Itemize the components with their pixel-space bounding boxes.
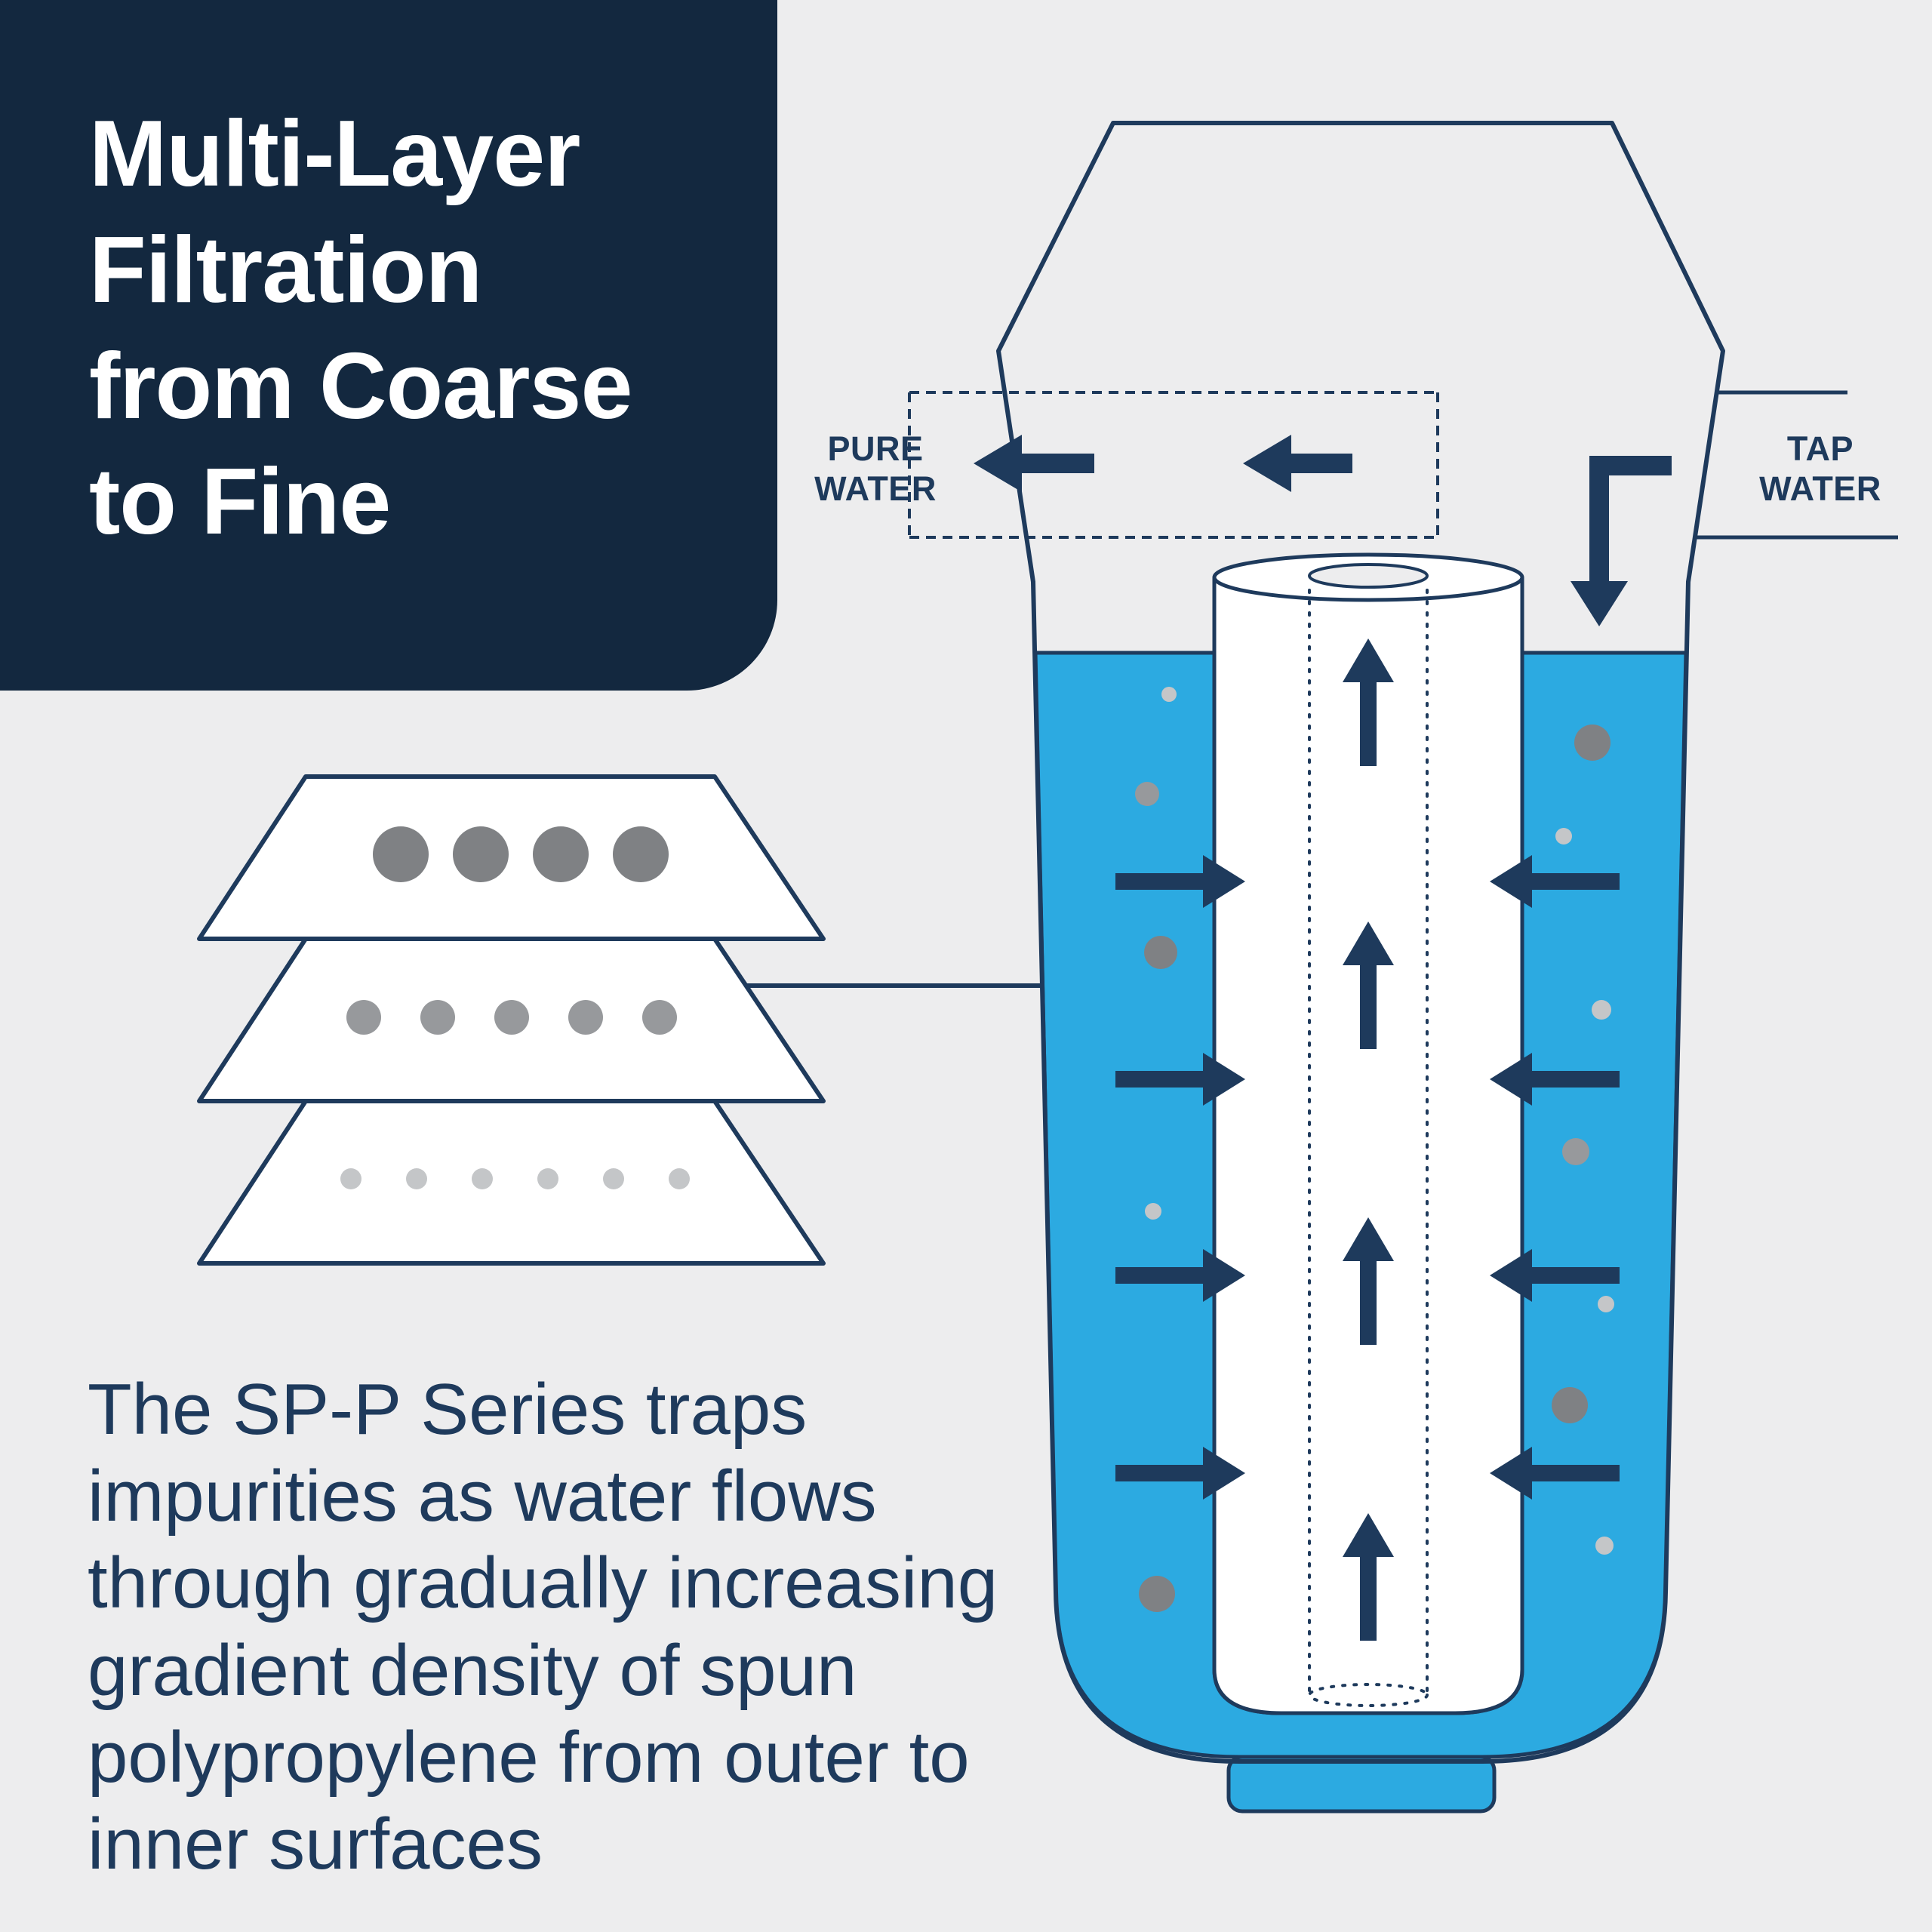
filtration-layers xyxy=(197,774,826,1266)
description-line: impurities as water flows xyxy=(88,1456,877,1537)
up-arrow xyxy=(1343,921,1394,1049)
medium-impurity-dots xyxy=(346,1000,677,1035)
description-line: The SP-P Series traps xyxy=(88,1369,808,1450)
tap-water-arrow xyxy=(1571,456,1672,626)
title-line: Filtration xyxy=(89,217,482,322)
filter-cartridge xyxy=(1212,552,1524,1715)
inlet-channel-lines xyxy=(1694,390,1898,540)
water-impurity-dots xyxy=(1135,687,1614,1612)
pure-water-arrow xyxy=(1243,435,1352,492)
title-line: to Fine xyxy=(89,450,391,555)
housing-bowl-outline xyxy=(1031,580,1690,1764)
tap-water-label: TAP WATER xyxy=(1730,429,1911,509)
inward-arrow xyxy=(1490,855,1620,908)
up-arrow xyxy=(1343,1513,1394,1641)
pure-water-label-line: WATER xyxy=(814,469,937,509)
tap-water-label-line: TAP xyxy=(1786,429,1854,468)
description-text: The SP-P Series traps impurities as wate… xyxy=(88,1366,1371,1887)
title-line: Multi-Layer xyxy=(89,102,580,206)
inward-arrow xyxy=(1115,1249,1245,1302)
housing-foot xyxy=(1226,1755,1497,1814)
description-line: through gradually increasing xyxy=(88,1543,998,1624)
pure-water-label-line: PURE xyxy=(827,429,924,468)
inward-arrow xyxy=(1115,1447,1245,1500)
fine-impurity-dots xyxy=(340,1168,690,1189)
title-line: from Coarse xyxy=(89,334,632,438)
description-line: polypropylene from outer to xyxy=(88,1716,970,1798)
inward-arrow xyxy=(1115,1053,1245,1106)
outlet-channel-dashed xyxy=(908,391,1439,539)
up-arrows xyxy=(1343,638,1394,1641)
housing-cap-outline xyxy=(996,121,1725,584)
description-line: gradient density of spun xyxy=(88,1629,857,1711)
inward-arrows-left xyxy=(1115,855,1245,1500)
coarse-impurity-dots xyxy=(373,826,669,882)
inward-arrow xyxy=(1490,1447,1620,1500)
cartridge-core-dotted-lines xyxy=(1308,589,1429,1707)
up-arrow xyxy=(1343,1217,1394,1345)
title-panel: Multi-Layer Filtration from Coarse to Fi… xyxy=(0,0,777,691)
page-title: Multi-Layer Filtration from Coarse to Fi… xyxy=(89,97,732,561)
inward-arrows-right xyxy=(1490,855,1620,1500)
layer-sheet-coarse xyxy=(197,774,826,941)
filter-unit xyxy=(908,121,1898,1814)
cartridge-core-opening xyxy=(1308,563,1429,589)
up-arrow xyxy=(1343,638,1394,766)
inward-arrow xyxy=(1115,855,1245,908)
tap-water-label-line: WATER xyxy=(1759,469,1881,509)
pure-water-arrow xyxy=(974,435,1094,492)
pure-water-label: PURE WATER xyxy=(785,429,966,509)
inward-arrow xyxy=(1490,1249,1620,1302)
layer-sheet-fine xyxy=(197,1099,826,1266)
description-line: inner surfaces xyxy=(88,1803,543,1884)
layer-sheet-medium xyxy=(197,937,826,1103)
inward-arrow xyxy=(1490,1053,1620,1106)
